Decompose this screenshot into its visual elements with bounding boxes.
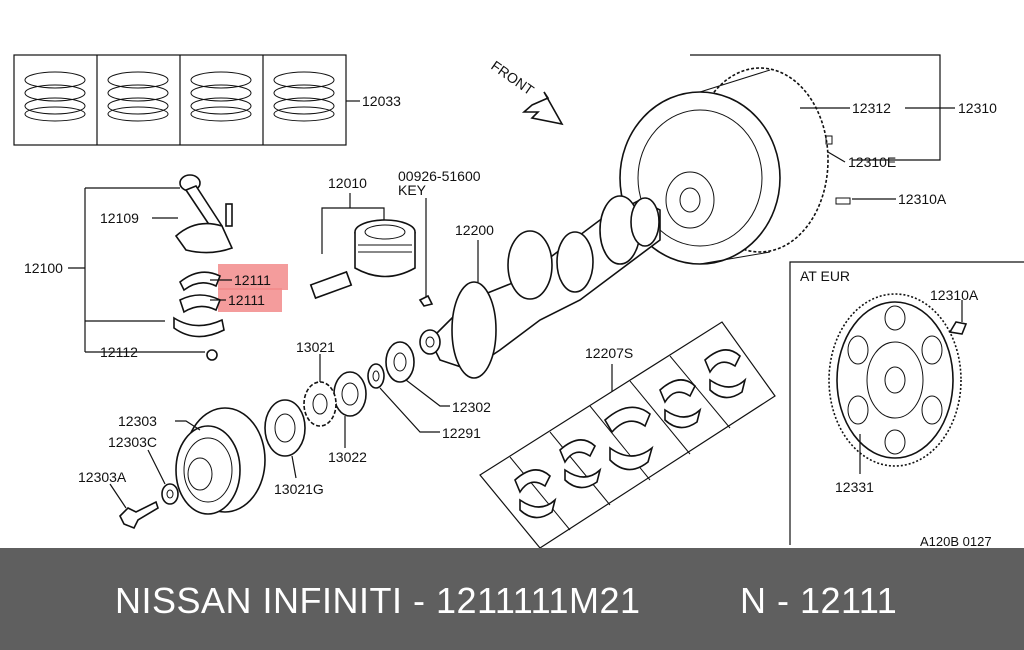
- main-bearings-panel: [479, 321, 776, 548]
- label-key-part: 00926-51600: [398, 168, 481, 184]
- highlight-bearing-lower: [218, 288, 282, 312]
- conrod-bearings: [173, 271, 225, 338]
- label-piston: 12010: [328, 175, 367, 191]
- pulley-bolt: [119, 500, 159, 530]
- label-front: FRONT: [488, 57, 537, 98]
- label-crankshaft: 12200: [455, 222, 494, 238]
- drive-plate: [828, 293, 968, 467]
- label-spacer: 13022: [328, 449, 367, 465]
- label-conrod-assy: 12100: [24, 260, 63, 276]
- label-pulley: 12303: [118, 413, 157, 429]
- thrust-washers: [367, 341, 415, 389]
- highlight-bearing-upper: [218, 264, 288, 290]
- label-ring-gear: 12312: [852, 100, 891, 116]
- banner-ref-number: N - 12111: [740, 580, 898, 621]
- part-number-banner: NISSAN INFINITI - 1211111M21 N - 12111: [0, 548, 1024, 650]
- label-conrod-bolt: 12109: [100, 210, 139, 226]
- label-drawing-code: A120B 0127: [920, 534, 992, 548]
- connecting-rod: [174, 174, 234, 361]
- label-oil-thrower: 13021G: [274, 481, 324, 497]
- crankshaft: [419, 195, 661, 379]
- label-bearing-lower[interactable]: 12111: [228, 292, 265, 308]
- label-drive-plate-bolt: 12310A: [930, 287, 979, 303]
- piston: [309, 219, 416, 300]
- label-sprocket: 13021: [296, 339, 335, 355]
- label-bearing-upper[interactable]: 12111: [234, 272, 271, 288]
- oil-thrower: [264, 399, 306, 457]
- label-pulley-bolt: 12303A: [78, 469, 127, 485]
- parts-diagram: 12033 FRONT 12312 12310 12310E 12310A 00…: [13, 54, 1024, 548]
- label-rings: 12033: [362, 93, 401, 109]
- label-nut: 12112: [100, 344, 138, 360]
- label-at-eur: AT EUR: [800, 268, 850, 284]
- label-washer-b: 12291: [442, 425, 481, 441]
- pulley-washer: [161, 483, 179, 505]
- spacer: [333, 371, 367, 417]
- label-fly-bolt: 12310A: [898, 191, 947, 207]
- crank-pulley: [175, 407, 266, 515]
- label-dowel: 12310E: [848, 154, 896, 170]
- banner-brand-part: NISSAN INFINITI - 1211111M21: [115, 580, 641, 621]
- sprocket: [303, 381, 337, 427]
- label-drive-plate: 12331: [835, 479, 874, 495]
- label-washer-a: 12302: [452, 399, 491, 415]
- label-pulley-washer: 12303C: [108, 434, 157, 450]
- piston-rings-group: 12033: [13, 54, 401, 146]
- label-flywheel-assy: 12310: [958, 100, 997, 116]
- front-arrow: FRONT: [488, 57, 564, 126]
- label-main-bearings: 12207S: [585, 345, 633, 361]
- label-key-text: KEY: [398, 182, 427, 198]
